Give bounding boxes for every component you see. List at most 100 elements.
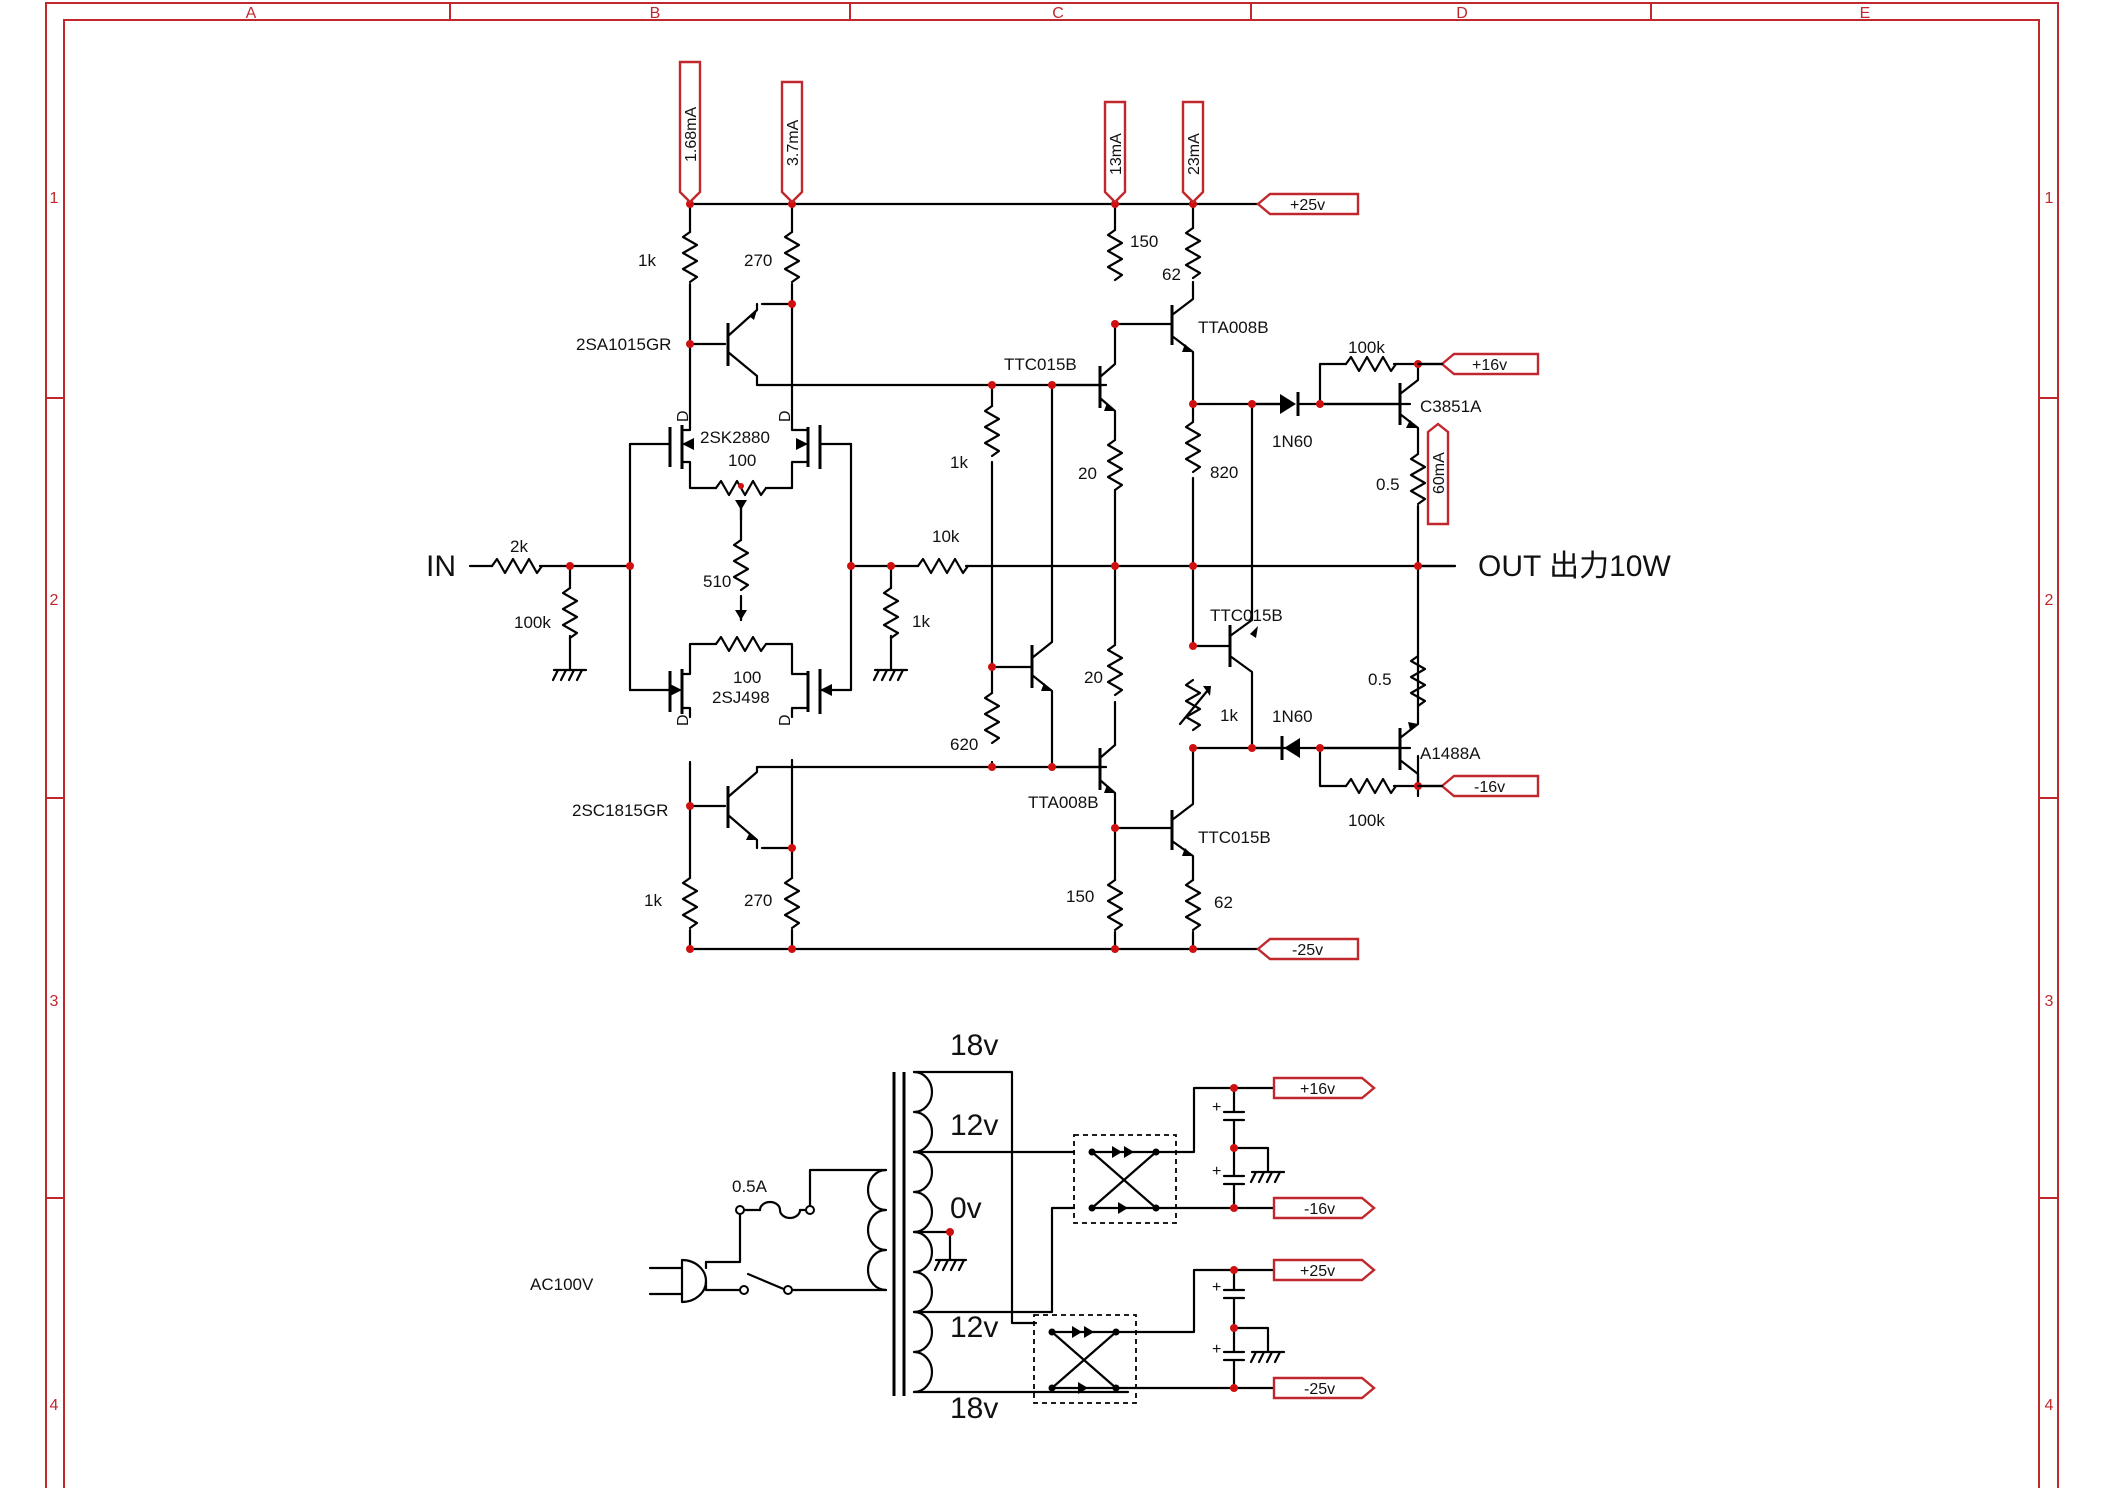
resistor-1k-vas: 1k [950,453,968,472]
resistor-100-bot: 100 [733,668,761,687]
resistor-62-bot: 62 [1214,893,1233,912]
svg-text:+16v: +16v [1472,357,1507,374]
resistor-2k: 2k [510,537,528,556]
resistor-270-top: 270 [744,251,772,270]
col-label-e: E [1860,5,1871,22]
current-tag-3-7ma: 3.7mA [780,80,804,204]
svg-text:1.68mA: 1.68mA [683,107,700,162]
resistor-510: 510 [703,572,731,591]
fet-2sj498: 2SJ498 [712,688,770,707]
resistor-1k-feedback: 1k [912,612,930,631]
current-tag-1-68ma: 1.68mA [678,60,702,204]
resistor-1k-bot: 1k [644,891,662,910]
svg-text:-16v: -16v [1474,779,1505,796]
resistor-150-top: 150 [1130,232,1158,251]
fet-pin-d-3: D [675,714,692,726]
col-label-a: A [246,5,257,22]
transistor-a1488a: A1488A [1420,744,1481,763]
cap-plus-2: + [1212,1163,1221,1180]
resistor-05-bot: 0.5 [1368,670,1392,689]
row-label-1-right: 1 [2045,190,2054,207]
svg-text:23mA: 23mA [1186,133,1203,175]
transistor-ttc015b-3: TTC015B [1198,828,1271,847]
resistor-270-bot: 270 [744,891,772,910]
cap-plus-1: + [1212,1099,1221,1116]
diode-1n60-top: 1N60 [1272,432,1313,451]
svg-text:13mA: 13mA [1108,133,1125,175]
row-label-3-left: 3 [50,993,59,1010]
row-label-2-left: 2 [50,592,59,609]
resistor-100-top: 100 [728,451,756,470]
resistor-100k-input: 100k [514,613,551,632]
transistor-2sc1815gr: 2SC1815GR [572,801,668,820]
row-label-4-left: 4 [50,1397,59,1414]
rail-tag-plus16-top: +16v [1440,352,1540,376]
resistor-20-top: 20 [1078,464,1097,483]
tap-12v-bot: 12v [950,1311,998,1344]
tap-18v-top: 18v [950,1029,998,1062]
resistor-05-top: 0.5 [1376,475,1400,494]
transistor-ttc015b-2: TTC015B [1210,606,1283,625]
row-label-4-right: 4 [2045,1397,2054,1414]
cap-plus-4: + [1212,1341,1221,1358]
junction-dots [566,200,1422,953]
psu-tag-plus25: +25v [1300,1263,1335,1280]
output-label: OUT 出力10W [1478,550,1671,583]
resistor-100k-top: 100k [1348,338,1385,357]
power-supply: +16v -16v +25v -25v 18v 12v 0v 12v 18v 0… [530,1029,1376,1425]
resistor-820: 820 [1210,463,1238,482]
diode-1n60-bot: 1N60 [1272,707,1313,726]
current-tag-23ma: 23mA [1181,100,1205,204]
rail-tag-plus25-top: +25v [1256,192,1360,216]
tap-18v-bot: 18v [950,1392,998,1425]
current-tag-60ma: 60mA [1426,422,1450,526]
svg-text:3.7mA: 3.7mA [785,119,802,166]
cap-plus-3: + [1212,1279,1221,1296]
fet-pin-d-2: D [777,410,794,422]
psu-tag-minus25: -25v [1304,1381,1335,1398]
transistor-tta008b-2: TTA008B [1028,793,1099,812]
col-label-d: D [1456,5,1468,22]
fet-2sk2880: 2SK2880 [700,428,770,447]
amplifier-wiring [468,202,1457,951]
svg-text:-25v: -25v [1292,942,1323,959]
ground-symbols [551,668,909,682]
diode-symbols [1280,392,1300,760]
fet-pin-d-1: D [675,410,692,422]
resistor-10k: 10k [932,527,960,546]
fet-pin-d-4: D [777,714,794,726]
transistor-tta008b-1: TTA008B [1198,318,1269,337]
fet-arrows [670,310,1418,856]
fuse-label: 0.5A [732,1177,768,1196]
transistor-c3851a: C3851A [1420,397,1482,416]
resistor-20-bot: 20 [1084,668,1103,687]
row-label-2-right: 2 [2045,592,2054,609]
row-label-3-right: 3 [2045,993,2054,1010]
svg-text:60mA: 60mA [1431,452,1448,494]
resistor-620: 620 [950,735,978,754]
resistor-1k-vbe: 1k [1220,706,1238,725]
resistor-symbols [490,226,1427,932]
transistor-ttc015b-1: TTC015B [1004,355,1077,374]
psu-tag-minus16: -16v [1304,1201,1335,1218]
resistor-1k-top: 1k [638,251,656,270]
resistor-100k-bot: 100k [1348,811,1385,830]
row-label-1-left: 1 [50,190,59,207]
svg-text:+25v: +25v [1290,197,1325,214]
component-labels: 1k 270 2SA1015GR 2SK2880 100 510 100 2SJ… [426,232,1671,912]
resistor-62-top: 62 [1162,265,1181,284]
rail-tag-minus16-top: -16v [1440,774,1540,798]
col-label-b: B [650,5,661,22]
rail-tag-minus25-top: -25v [1256,937,1360,961]
tap-12v-top: 12v [950,1109,998,1142]
tap-0v: 0v [950,1192,982,1225]
mains-label: AC100V [530,1275,594,1294]
transistor-2sa1015gr: 2SA1015GR [576,335,671,354]
psu-tag-plus16: +16v [1300,1081,1335,1098]
input-label: IN [426,550,456,583]
current-tag-13ma: 13mA [1103,100,1127,204]
sheet-frame: A B C D E 1 2 3 4 1 2 3 4 [45,2,2059,1488]
resistor-150-bot: 150 [1066,887,1094,906]
col-label-c: C [1052,5,1064,22]
